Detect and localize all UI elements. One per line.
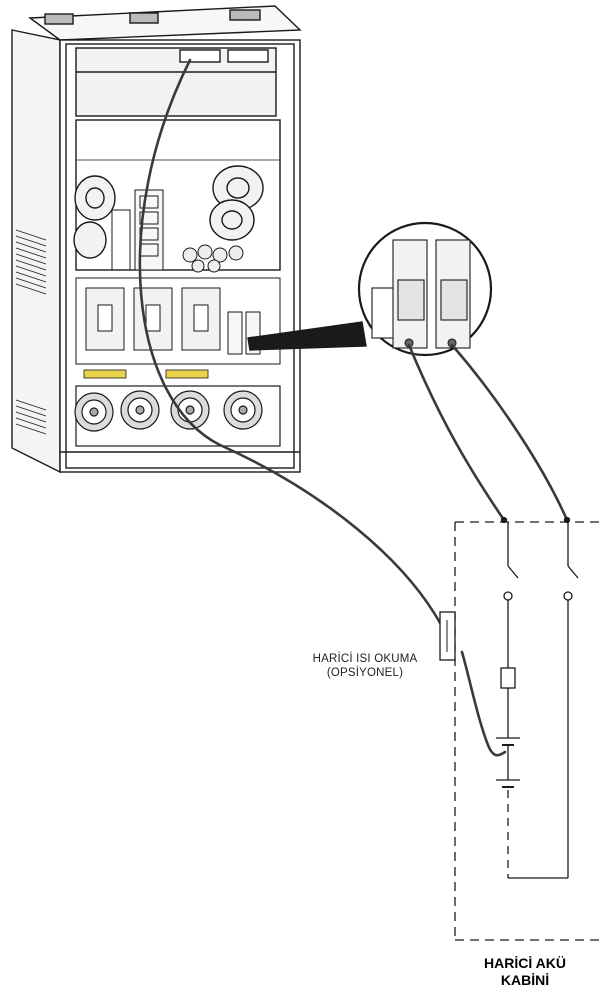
battery-cabinet-label-line2: KABİNİ [500,972,550,988]
fuse-zoom-inset [247,221,493,357]
fans [74,385,281,447]
cables [138,58,569,757]
side-vents [15,229,47,435]
battery-cabinet-label: HARİCİ AKÜ KABİNİ [470,955,580,989]
temperature-sensor-label-line2: (OPSİYONEL) [326,667,404,679]
battery-cabinet-label-line1: HARİCİ AKÜ [484,955,566,971]
temperature-sensor-label: HARİCİ ISI OKUMA (OPSİYONEL) [300,652,430,680]
capacitors [182,244,244,273]
temperature-sensor-label-line1: HARİCİ ISI OKUMA [312,653,418,665]
inductor-coils [73,165,264,259]
ups-cabinet [11,5,302,474]
breakers [85,287,221,351]
battery-cabinet [454,516,603,941]
temperature-sensor [439,611,456,661]
